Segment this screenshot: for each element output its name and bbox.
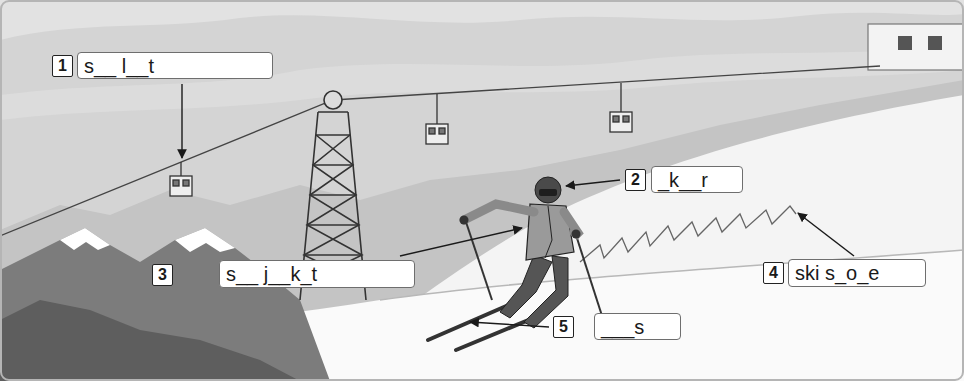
far-hills [0,80,964,381]
slope-edge [380,250,964,300]
answer-box: s__ j__k_t [219,260,415,288]
lift-cable [0,66,880,236]
gap-word: s__ j__k_t [220,264,325,284]
station-building [868,24,964,70]
answer-box: ski s_o_e [788,259,926,287]
window [898,36,912,50]
callout-number: 4 [769,265,778,281]
mountain-front [0,300,300,381]
callout-number: 5 [553,316,574,338]
leader-arrow [182,84,854,327]
window [928,36,942,50]
cable-car [426,94,448,144]
snow-cap [175,228,235,252]
gap-word: s__ l__t [78,56,162,76]
gap-word: _k__r [652,170,716,190]
callout-number: 3 [158,267,167,283]
callout-number: 3 [152,264,173,286]
skier [428,177,604,350]
gap-word: ski s_o_e [789,263,888,283]
callout-number: 2 [625,169,646,191]
ski-tracks [580,206,796,262]
mountains [0,228,330,381]
callout-number: 4 [763,262,784,284]
callout-number: 5 [559,319,568,335]
cable-car [610,83,632,132]
cloud [0,0,964,40]
callout-number: 2 [631,172,640,188]
callout-number: 1 [58,58,67,74]
snow-cap [60,228,110,250]
answer-box: _k__r [651,166,743,193]
answer-box: ___s [594,313,681,340]
callout-number: 1 [52,55,73,77]
gap-word: ___s [595,317,652,337]
answer-box: s__ l__t [77,52,273,79]
cable-car [170,162,192,196]
